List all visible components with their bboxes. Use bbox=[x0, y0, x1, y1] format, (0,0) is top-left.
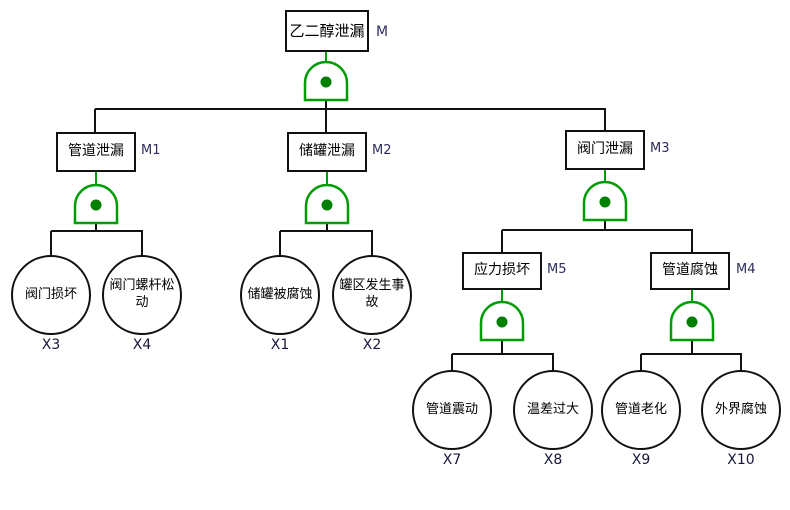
and-gate-dot bbox=[90, 199, 102, 211]
and-gate-dot bbox=[320, 76, 332, 88]
event-box-m5: 应力损坏 bbox=[462, 252, 542, 290]
basic-event-label: 管道震动 bbox=[425, 401, 478, 417]
event-box-m2: 储罐泄漏 bbox=[287, 132, 367, 172]
basic-event-id-x10: X10 bbox=[727, 452, 755, 468]
basic-event-label: 储罐被腐蚀 bbox=[247, 286, 313, 302]
basic-event-id-x9: X9 bbox=[631, 452, 651, 468]
basic-event-x7: 管道震动 bbox=[412, 370, 492, 450]
basic-event-label: 罐区发生事故 bbox=[339, 278, 405, 310]
event-box-m1: 管道泄漏 bbox=[56, 132, 136, 172]
event-label: 管道泄漏 bbox=[68, 143, 124, 160]
event-label: 储罐泄漏 bbox=[299, 143, 355, 160]
basic-event-x8: 温差过大 bbox=[513, 370, 593, 450]
event-box-m3: 阀门泄漏 bbox=[565, 130, 645, 170]
basic-event-x2: 罐区发生事故 bbox=[332, 255, 412, 335]
and-gate-dot bbox=[321, 199, 333, 211]
event-id-m5: M5 bbox=[547, 262, 567, 277]
basic-event-label: 阀门损坏 bbox=[24, 286, 77, 302]
and-gate-dot bbox=[496, 316, 508, 328]
event-id-m3: M3 bbox=[650, 141, 670, 156]
event-id-m1: M1 bbox=[141, 143, 161, 158]
event-box-m4: 管道腐蚀 bbox=[650, 252, 730, 290]
basic-event-x9: 管道老化 bbox=[601, 370, 681, 450]
basic-event-x10: 外界腐蚀 bbox=[701, 370, 781, 450]
and-gate-dot bbox=[599, 196, 611, 208]
basic-event-x4: 阀门螺杆松动 bbox=[102, 255, 182, 335]
event-box-top: 乙二醇泄漏 bbox=[285, 10, 369, 52]
basic-event-id-x3: X3 bbox=[41, 337, 61, 353]
event-id-m2: M2 bbox=[372, 143, 392, 158]
event-label: 管道腐蚀 bbox=[662, 262, 718, 279]
basic-event-id-x2: X2 bbox=[362, 337, 382, 353]
basic-event-id-x1: X1 bbox=[270, 337, 290, 353]
basic-event-x1: 储罐被腐蚀 bbox=[240, 255, 320, 335]
event-id-m4: M4 bbox=[736, 262, 756, 277]
basic-event-label: 阀门螺杆松动 bbox=[109, 278, 175, 310]
connector-lines bbox=[50, 100, 742, 372]
basic-event-x3: 阀门损坏 bbox=[11, 255, 91, 335]
event-label: 乙二醇泄漏 bbox=[289, 21, 365, 40]
basic-event-label: 温差过大 bbox=[526, 401, 579, 417]
basic-event-label: 外界腐蚀 bbox=[714, 401, 767, 417]
and-gate-dot bbox=[686, 316, 698, 328]
basic-event-label: 管道老化 bbox=[614, 401, 667, 417]
basic-event-id-x7: X7 bbox=[442, 452, 462, 468]
event-id-m: M bbox=[376, 24, 389, 40]
basic-event-id-x4: X4 bbox=[132, 337, 152, 353]
event-label: 阀门泄漏 bbox=[577, 141, 633, 158]
event-label: 应力损坏 bbox=[474, 262, 530, 279]
basic-event-id-x8: X8 bbox=[543, 452, 563, 468]
